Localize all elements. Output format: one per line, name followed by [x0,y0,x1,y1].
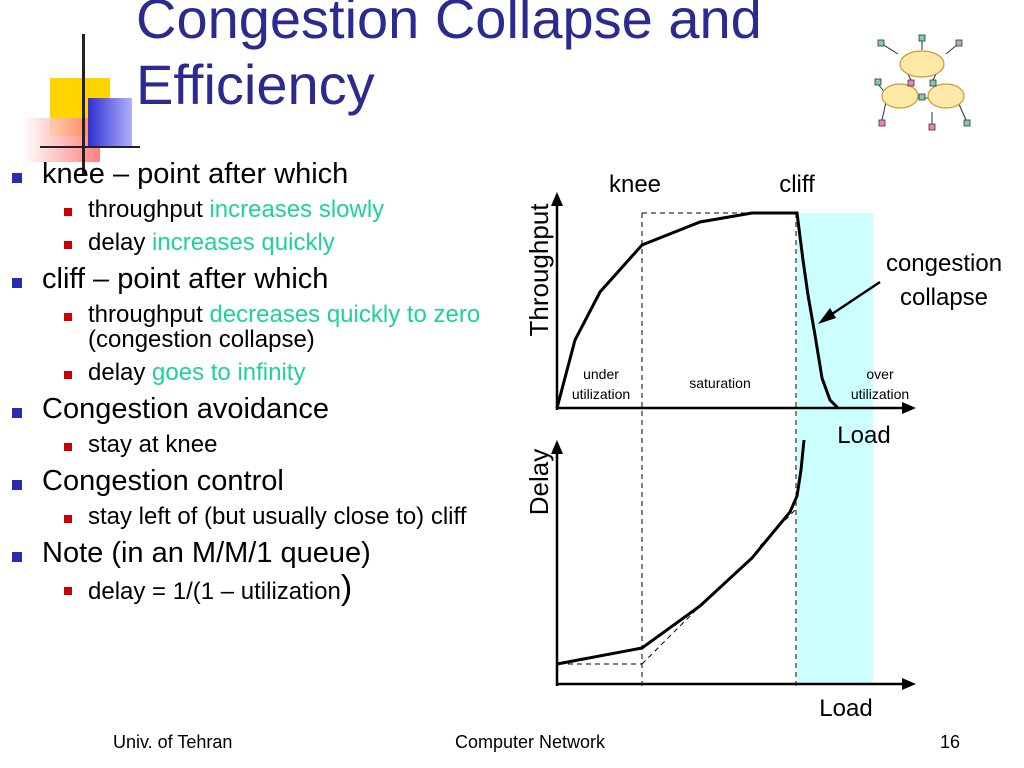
bullet-sub-hl: decreases quickly to zero [209,301,481,328]
bullet-sub-post: (congestion collapse) [88,326,315,353]
footer-left: Univ. of Tehran [113,732,233,752]
collapse-label: collapse [900,284,988,311]
bullet-main-text: cliff – point after which [42,263,329,295]
bullet-sub: stay left of (but usually close to) clif… [10,504,510,529]
title-line-2: Efficiency [136,53,375,116]
slide-title: Congestion Collapse and Efficiency [136,0,896,118]
bullet-main-text: Congestion avoidance [42,393,329,425]
over-utilization-label-2: utilization [851,386,909,402]
bullet-sub-paren: ) [340,569,353,607]
bullet-sub: delay = 1/(1 – utilization) [10,571,510,605]
corner-line-horizontal [40,146,140,148]
bullet-main-text: knee – point after which [42,158,349,190]
saturation-label: saturation [689,375,750,391]
bullet-main: Congestion avoidance [10,393,510,426]
overload-region [797,213,873,685]
bullet-sub-pre: delay [88,229,153,256]
under-utilization-label-2: utilization [572,386,630,402]
bullet-list: knee – point after which throughput incre… [10,158,510,612]
bullet-sub: delay goes to infinity [10,360,510,385]
under-utilization-label-1: under [583,366,619,382]
load-label-top: Load [837,422,890,449]
congestion-label: congestion [886,250,1002,277]
bullet-main-text: Congestion control [42,465,284,497]
bullet-sub: throughput increases slowly [10,197,510,222]
throughput-axis-label: Throughput [524,203,554,337]
network-clouds-icon [874,34,971,131]
bullet-sub-pre: stay left of (but usually close to) clif… [88,503,467,530]
bullet-sub: throughput decreases quickly to zero (co… [10,302,510,352]
throughput-y-arrow [551,192,563,206]
throughput-x-arrow [902,402,916,414]
delay-axis-label: Delay [524,449,554,515]
delay-asymptote-2 [641,605,701,665]
throughput-curve [555,211,840,410]
bullet-main-text: Note (in an M/M/1 queue) [42,537,371,569]
bullet-sub-hl: goes to infinity [152,359,306,386]
bullet-main: knee – point after which [10,158,510,191]
over-utilization-label-1: over [866,366,894,382]
corner-line-vertical [82,34,85,174]
cliff-label: cliff [779,171,815,198]
bullet-sub: delay increases quickly [10,230,510,255]
bullet-main: Congestion control [10,465,510,498]
bullet-sub-hl: increases slowly [209,196,385,223]
bullet-sub-hl: increases quickly [152,229,335,256]
knee-label: knee [609,171,661,198]
corner-square-red [22,118,100,162]
collapse-callout-line [825,280,881,320]
delay-x-arrow [902,678,916,690]
title-line-1: Congestion Collapse and [136,0,762,50]
bullet-sub-pre: stay at knee [88,431,218,458]
bullet-sub-pre: delay [88,359,153,386]
delay-curve [556,439,806,666]
delay-y-arrow [551,440,563,454]
bullet-sub-pre: delay = 1/(1 – utilization [88,578,341,605]
bullet-sub: stay at knee [10,432,510,457]
collapse-callout-arrowhead [818,308,836,324]
load-label-bottom: Load [819,695,872,722]
bullet-main: cliff – point after which [10,263,510,296]
bullet-main: Note (in an M/M/1 queue) [10,537,510,570]
corner-square-blue [88,98,132,148]
footer-center: Computer Network [455,732,606,752]
bullet-sub-pre: throughput [88,301,210,328]
footer-page-number: 16 [940,732,961,752]
bullet-sub-pre: throughput [88,196,210,223]
